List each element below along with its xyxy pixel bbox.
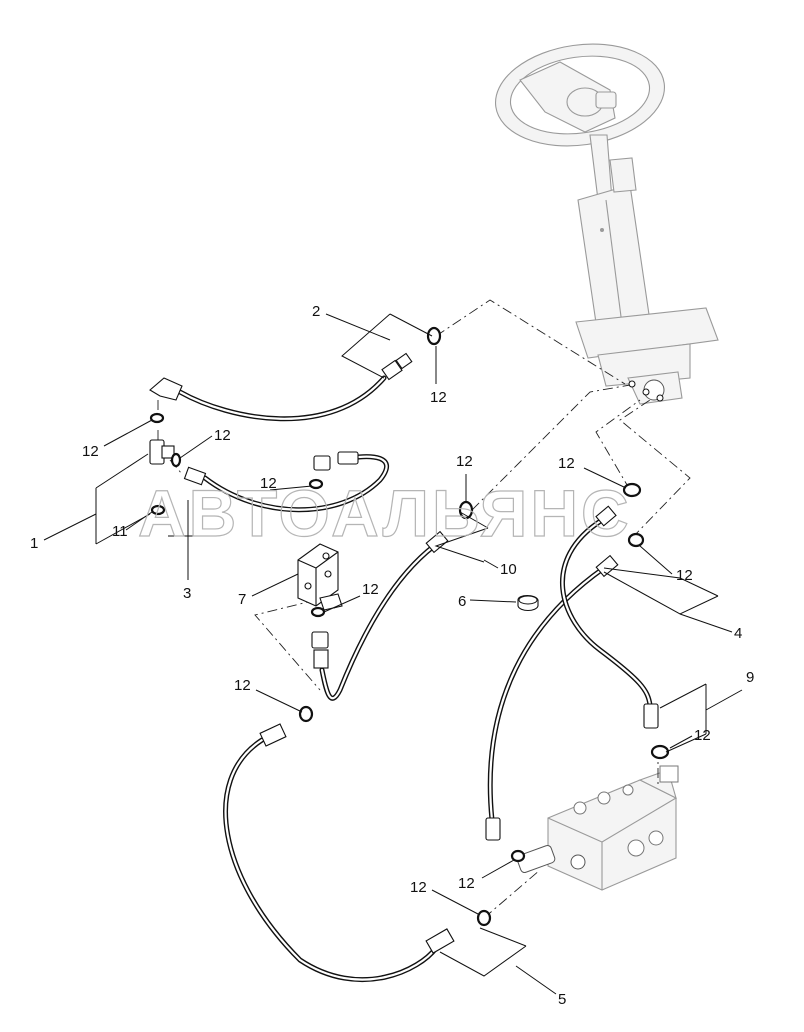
callout-labels: 1 2 3 4 5 6 7 9 10 11 12 12 12 12 12 12 …	[30, 303, 754, 1008]
hoses	[177, 375, 653, 983]
callout-12-right: 12	[676, 567, 693, 584]
callout-12-left-lower: 12	[234, 677, 251, 694]
callout-12-hose2: 12	[430, 389, 447, 406]
callout-12-left-upper: 12	[82, 443, 99, 460]
watermark: АВТОАЛЬЯНС	[138, 476, 632, 550]
callout-12-hose9: 12	[694, 727, 711, 744]
callout-12-control-valve: 12	[458, 875, 475, 892]
control-valve-block	[516, 765, 679, 891]
leader-lines	[43, 313, 743, 995]
callout-9: 9	[746, 669, 754, 686]
callout-12-tee: 12	[214, 427, 231, 444]
callout-12-right-top: 12	[558, 455, 575, 472]
steering-column	[494, 43, 719, 405]
callout-7: 7	[238, 591, 246, 608]
callout-10: 10	[500, 561, 517, 578]
callout-12-hose3: 12	[260, 475, 277, 492]
callout-3: 3	[183, 585, 191, 602]
callout-5: 5	[558, 991, 566, 1008]
callout-12-bottom: 12	[410, 879, 427, 896]
fittings	[149, 352, 659, 954]
callout-12-center-top: 12	[456, 453, 473, 470]
callout-4: 4	[734, 625, 742, 642]
callout-2: 2	[312, 303, 320, 320]
callout-12-valve-7: 12	[362, 581, 379, 598]
callout-1: 1	[30, 535, 38, 552]
clamp-6	[517, 594, 539, 612]
callout-6: 6	[458, 593, 466, 610]
callout-11: 11	[112, 523, 128, 540]
